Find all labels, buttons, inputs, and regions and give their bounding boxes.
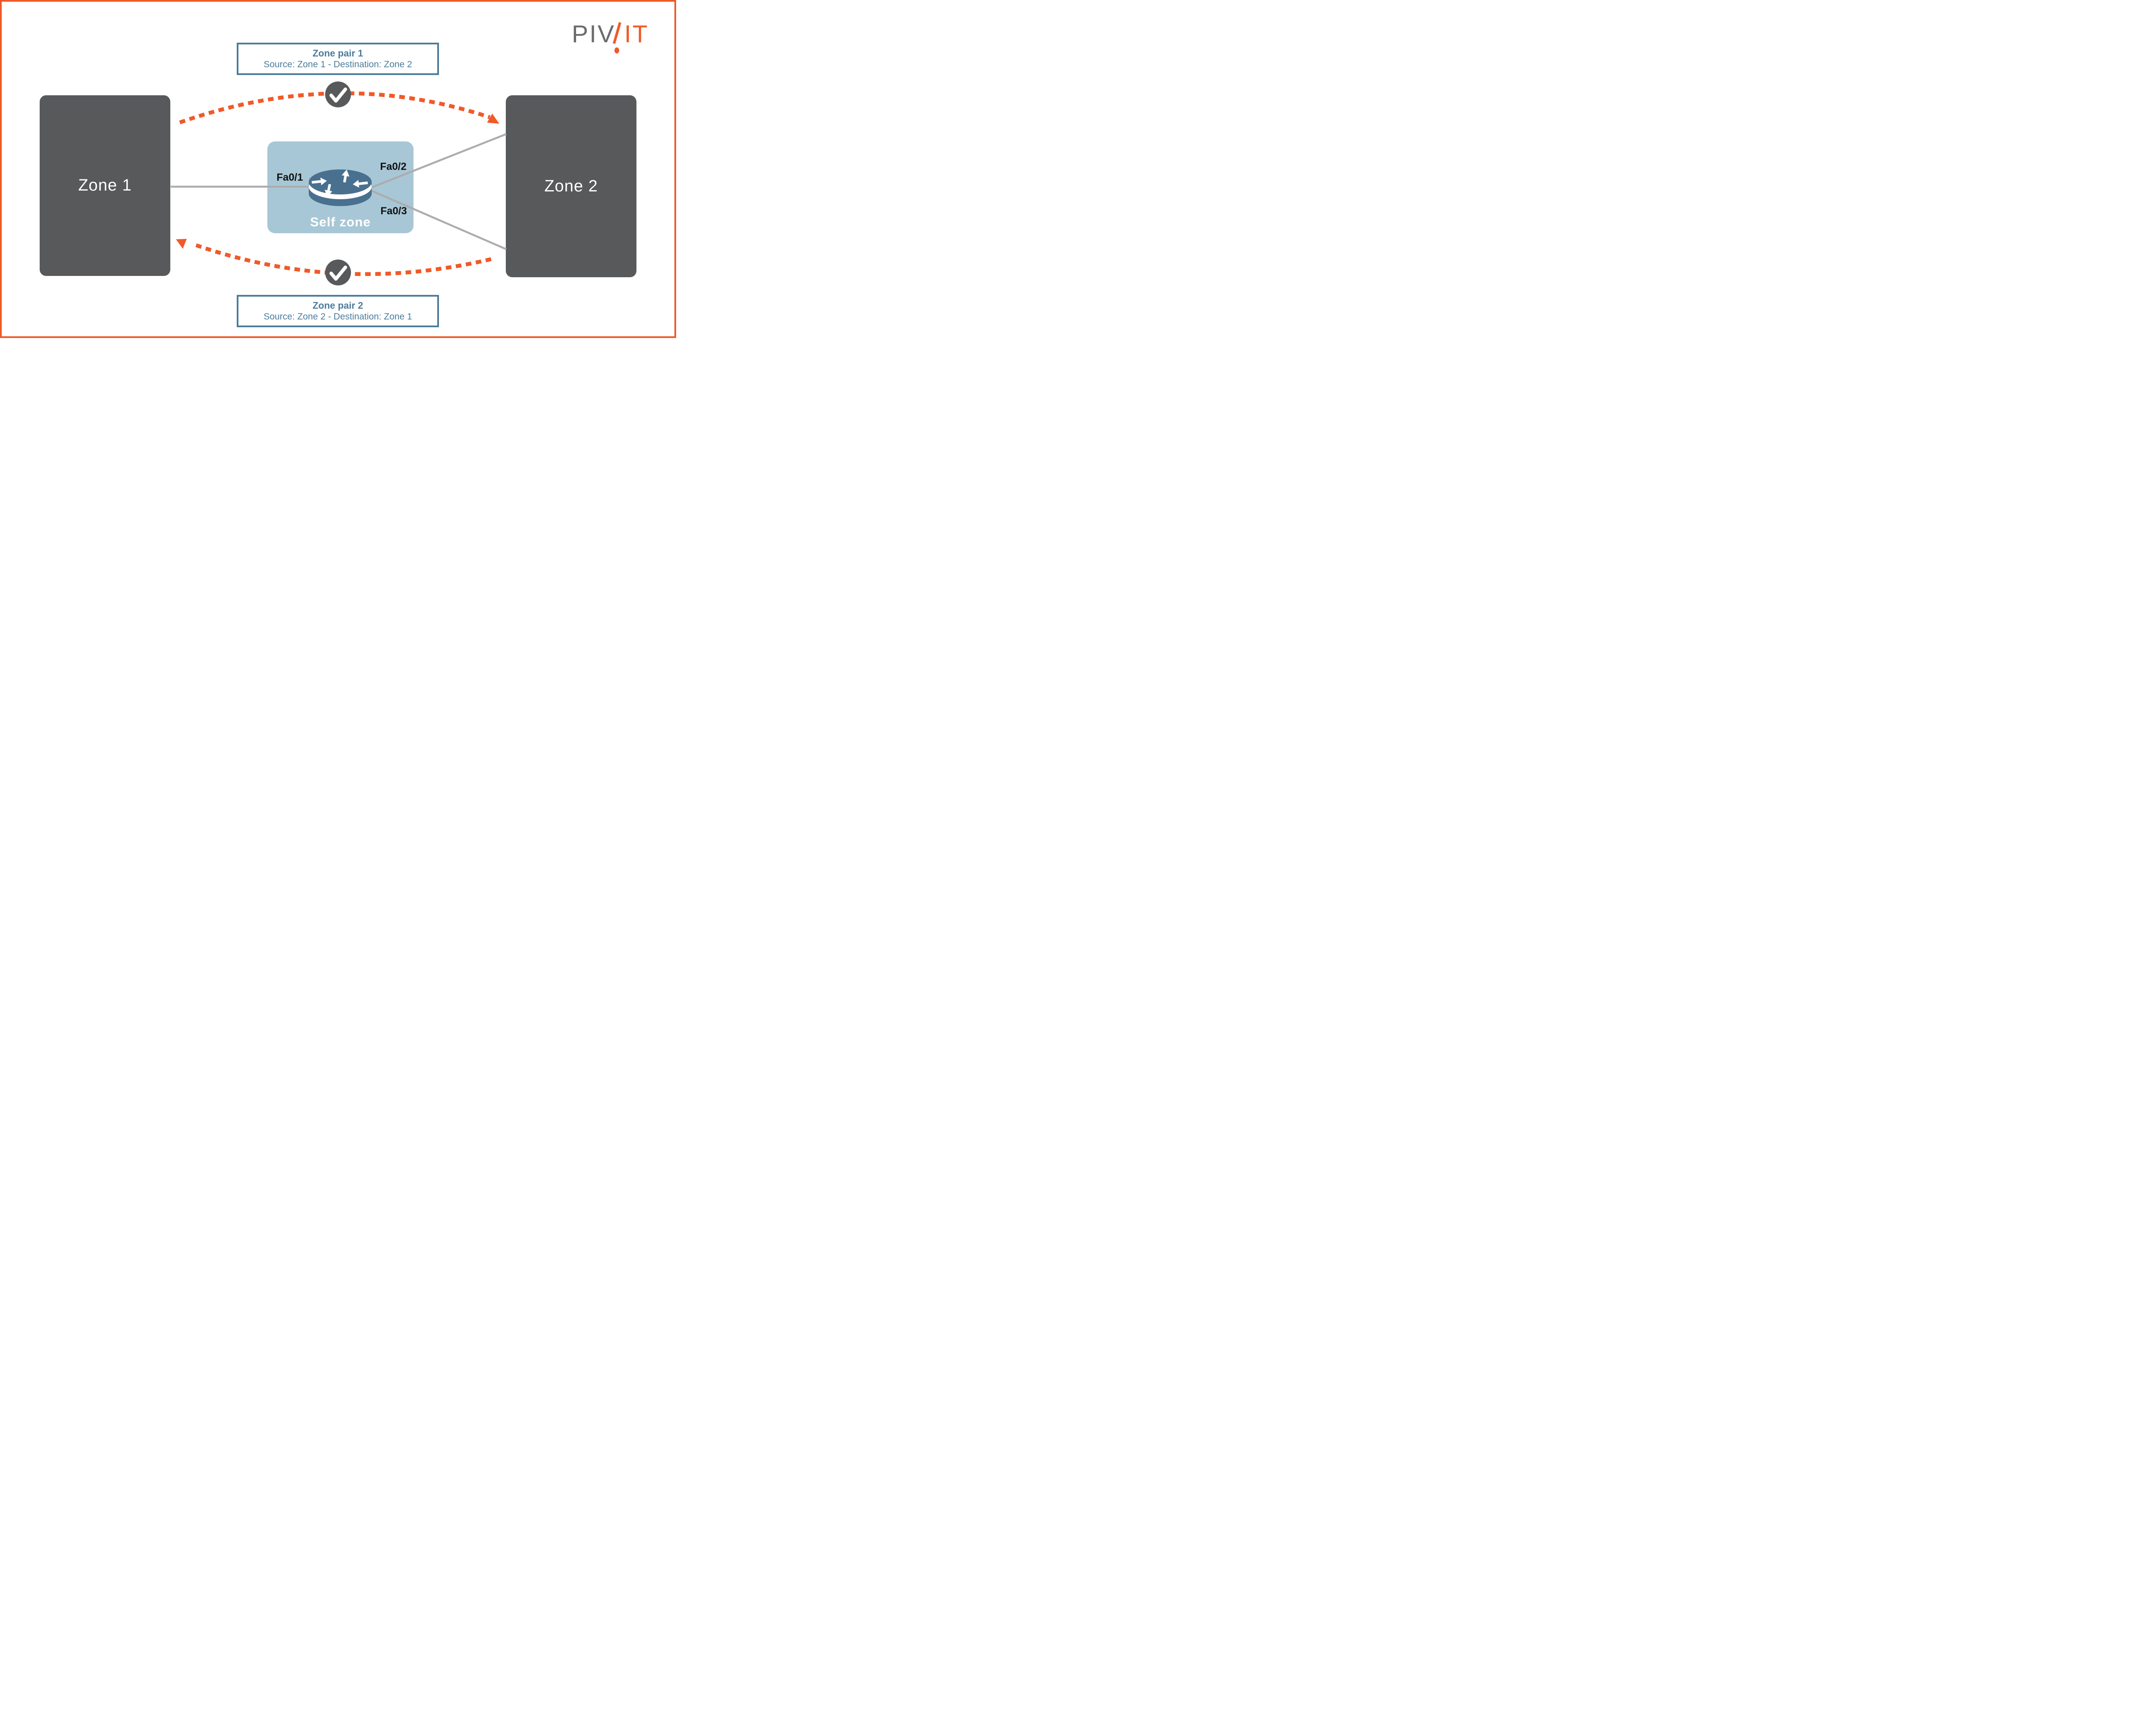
checkmark-icon (329, 266, 347, 281)
router-icon (309, 169, 372, 206)
interface-label-fa01: Fa0/1 (276, 172, 303, 183)
link-fa03-zone2 (369, 188, 507, 250)
router-arrows-icon (311, 169, 368, 197)
zone1-box: Zone 1 (40, 95, 170, 276)
zone-pair-1-title: Zone pair 1 (312, 48, 364, 59)
logo-dot-icon (614, 47, 619, 53)
logo-exclamation-icon (612, 22, 623, 55)
logo-slash-icon (612, 22, 621, 44)
zone-pair-2-box: Zone pair 2 Source: Zone 2 - Destination… (237, 295, 439, 327)
zone-pair-2-title: Zone pair 2 (312, 300, 364, 311)
zone2-box: Zone 2 (506, 95, 636, 277)
interface-label-fa03: Fa0/3 (380, 205, 407, 217)
badge-circle (325, 81, 351, 107)
network-diagram-canvas: PIV IT Zone 1 Zone 2 (0, 0, 676, 338)
zone1-label: Zone 1 (78, 176, 132, 194)
zone-pair-1-box: Zone pair 1 Source: Zone 1 - Destination… (237, 43, 439, 75)
checkmark-icon (329, 88, 347, 103)
link-fa02-zone2 (369, 133, 507, 190)
logo-text-piv: PIV (572, 20, 615, 48)
logo-text-it: IT (624, 20, 649, 48)
diagram-graphics (171, 81, 507, 285)
zone-pair-1-arrowhead-icon (487, 113, 499, 124)
self-zone-label: Self zone (310, 215, 371, 229)
badge-circle (325, 260, 351, 285)
checkmark-badge-top (325, 81, 351, 107)
checkmark-badge-bottom (325, 260, 351, 285)
interface-label-fa02: Fa0/2 (380, 161, 407, 172)
brand-logo: PIV IT (572, 20, 649, 56)
router-top-face (309, 169, 372, 194)
zone2-label: Zone 2 (544, 177, 598, 195)
zone-pair-2-arrowhead-icon (176, 239, 187, 249)
zone-pair-1-detail: Source: Zone 1 - Destination: Zone 2 (263, 59, 412, 69)
zone-pair-2-detail: Source: Zone 2 - Destination: Zone 1 (263, 312, 412, 322)
